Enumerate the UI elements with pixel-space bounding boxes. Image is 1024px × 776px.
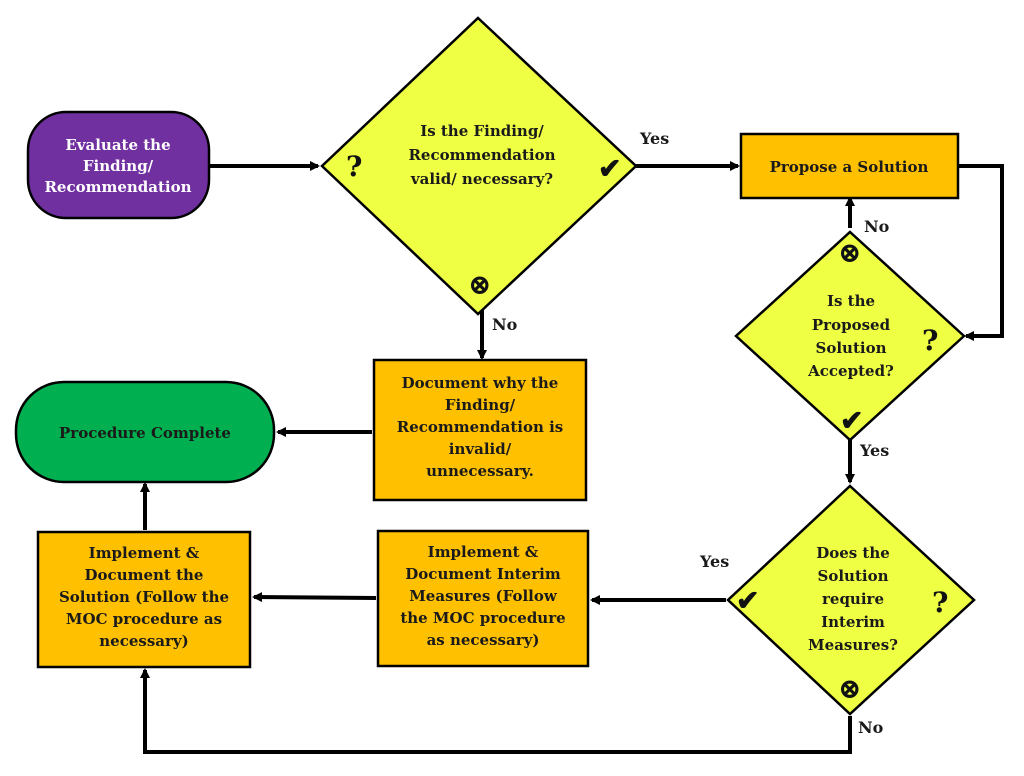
interim-question-line-2: Solution — [818, 567, 889, 585]
process-box — [36, 530, 252, 669]
implement-solution-line-1: Implement & — [89, 544, 200, 562]
valid-line-3: valid/ necessary? — [410, 170, 553, 188]
accepted-line-4: Accepted? — [807, 362, 894, 380]
cross-icon: ⊗ — [838, 236, 861, 269]
implement-solution-line-2: Document the — [85, 566, 204, 584]
node-document-invalid: Document why the Finding/ Recommendation… — [372, 358, 588, 502]
decision-diamond — [726, 484, 976, 716]
edge-labels: Yes No No Yes Yes No — [492, 129, 890, 737]
label-accepted-no: No — [864, 217, 890, 236]
document-line-2: Finding/ — [445, 396, 516, 414]
implement-interim-line-4: the MOC procedure — [400, 609, 565, 627]
node-interim-decision: Does the Solution require Interim Measur… — [726, 484, 976, 716]
accepted-line-1: Is the — [827, 292, 875, 310]
label-valid-yes: Yes — [639, 129, 669, 148]
interim-question-line-5: Measures? — [808, 636, 898, 654]
decision-diamond — [734, 230, 966, 442]
interim-question-line-3: require — [822, 590, 884, 608]
implement-solution-line-4: MOC procedure as — [66, 610, 222, 628]
edge-propose-to-accepted — [958, 164, 1004, 341]
process-box — [372, 358, 588, 502]
process-box — [376, 529, 590, 668]
edge-interim-no-to-implement-solution — [140, 668, 852, 754]
edge-implement-interim-to-implement-solution — [252, 592, 377, 603]
implement-solution-line-5: necessary) — [99, 632, 188, 650]
document-line-1: Document why the — [402, 374, 559, 392]
valid-line-2: Recommendation — [408, 146, 555, 164]
document-line-4: invalid/ — [449, 440, 512, 458]
evaluate-line-3: Recommendation — [44, 178, 191, 196]
implement-interim-line-5: as necessary) — [427, 631, 540, 649]
accepted-line-2: Proposed — [812, 316, 891, 334]
valid-line-1: Is the Finding/ — [420, 122, 544, 140]
interim-question-line-4: Interim — [821, 613, 885, 631]
node-complete: Procedure Complete — [14, 380, 276, 484]
edges — [140, 161, 1004, 754]
label-accepted-yes: Yes — [859, 441, 889, 460]
node-propose: Propose a Solution — [739, 132, 960, 200]
accepted-line-3: Solution — [816, 339, 887, 357]
process-box — [739, 132, 960, 200]
node-evaluate: Evaluate the Finding/ Recommendation — [26, 110, 211, 220]
implement-interim-line-2: Document Interim — [405, 565, 561, 583]
evaluate-line-2: Finding/ — [83, 157, 154, 175]
label-interim-yes: Yes — [699, 552, 729, 571]
end-terminal-shape — [14, 380, 276, 484]
propose-line-1: Propose a Solution — [770, 158, 929, 176]
question-mark-icon: ? — [932, 586, 948, 619]
complete-line-1: Procedure Complete — [59, 424, 231, 442]
question-mark-icon: ? — [922, 324, 938, 357]
label-valid-no: No — [492, 315, 518, 334]
check-icon: ✔ — [840, 404, 863, 437]
decision-diamond — [320, 16, 638, 316]
node-implement-solution: Implement & Document the Solution (Follo… — [36, 530, 252, 669]
question-mark-icon: ? — [346, 150, 362, 183]
start-terminal-shape — [26, 110, 211, 220]
node-implement-interim: Implement & Document Interim Measures (F… — [376, 529, 590, 668]
implement-solution-line-3: Solution (Follow the — [59, 588, 229, 606]
evaluate-line-1: Evaluate the — [65, 136, 170, 154]
check-icon: ✔ — [598, 152, 621, 185]
node-accepted-decision: Is the Proposed Solution Accepted? ? ⊗ ✔ — [734, 230, 966, 442]
label-interim-no: No — [858, 718, 884, 737]
cross-icon: ⊗ — [838, 672, 861, 705]
implement-interim-line-1: Implement & — [428, 543, 539, 561]
implement-interim-line-3: Measures (Follow — [409, 587, 558, 605]
check-icon: ✔ — [736, 584, 759, 617]
document-line-3: Recommendation is — [397, 418, 563, 436]
cross-icon: ⊗ — [468, 268, 491, 301]
node-valid-decision: Is the Finding/ Recommendation valid/ ne… — [320, 16, 638, 316]
document-line-5: unnecessary. — [426, 462, 534, 480]
interim-question-line-1: Does the — [816, 544, 890, 562]
